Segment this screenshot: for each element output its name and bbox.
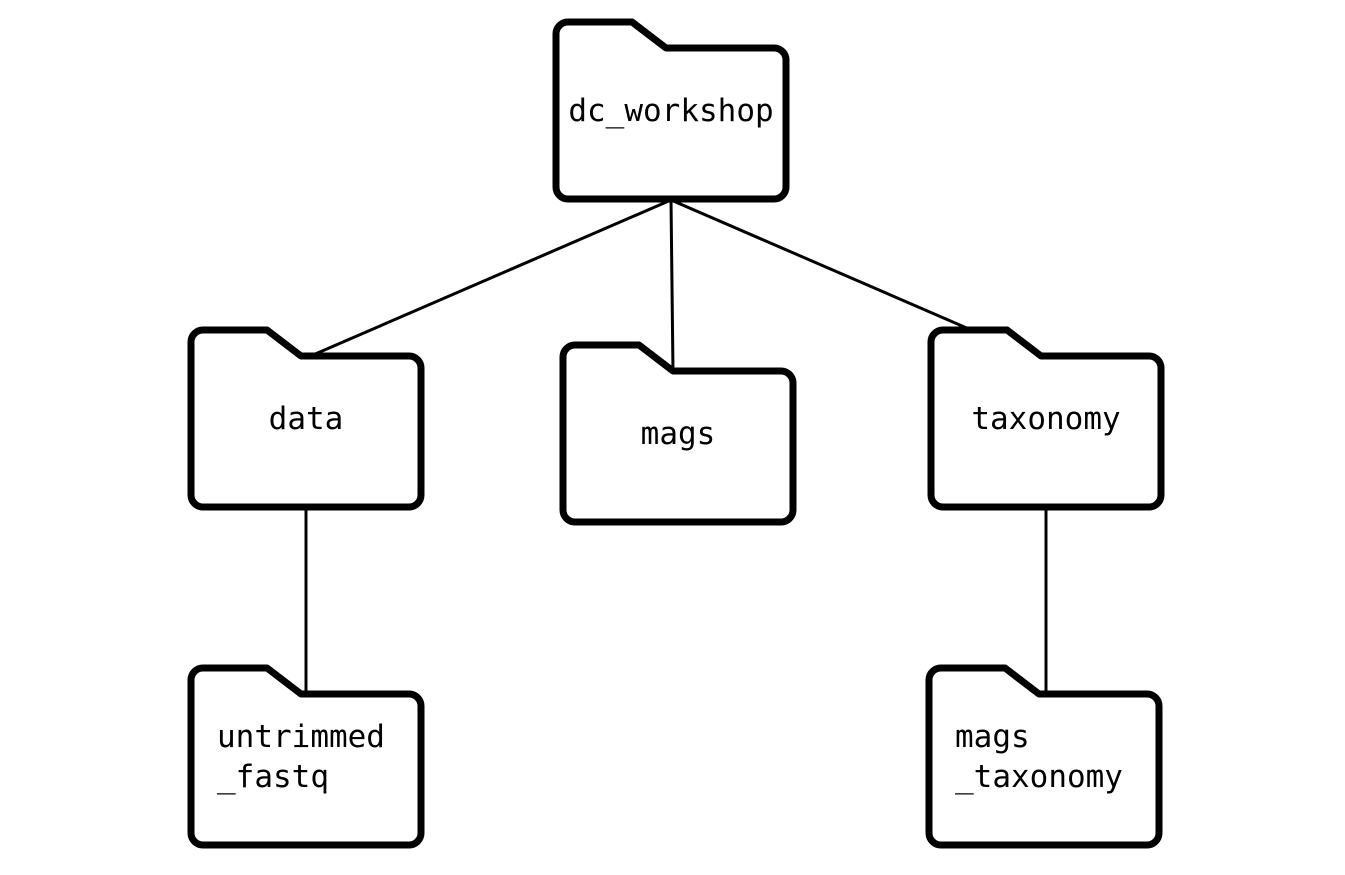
- folder-icon: [559, 341, 797, 526]
- folder-label: data: [187, 326, 425, 512]
- folder-node-mags-taxonomy: mags _taxonomy: [925, 664, 1163, 850]
- folder-name-text-line2: _taxonomy: [955, 759, 1123, 795]
- folder-node-dc-workshop: dc_workshop: [552, 18, 790, 204]
- folder-node-data: data: [187, 326, 425, 512]
- folder-name-text: data: [268, 401, 344, 437]
- folder-node-untrimmed-fastq: untrimmed _fastq: [187, 664, 425, 850]
- folder-label: mags _taxonomy: [925, 664, 1163, 850]
- folder-name-text-line1: mags: [955, 719, 1030, 755]
- folder-icon: [187, 664, 425, 849]
- folder-name-text-line2: _fastq: [217, 759, 329, 795]
- folder-icon: [552, 18, 790, 203]
- folder-name-text: taxonomy: [971, 401, 1121, 437]
- folder-label: untrimmed _fastq: [187, 664, 425, 850]
- folder-icon: [925, 664, 1163, 849]
- folder-name-text: dc_workshop: [568, 93, 774, 129]
- folder-label: taxonomy: [927, 326, 1165, 512]
- folder-node-mags: mags: [559, 341, 797, 527]
- folder-label: mags: [559, 341, 797, 527]
- folder-icon: [187, 326, 425, 511]
- folder-icon: [927, 326, 1165, 511]
- folder-name-text-line1: untrimmed: [217, 719, 385, 755]
- folder-label: dc_workshop: [552, 18, 790, 204]
- edge-dc-workshop-to-data: [305, 198, 672, 360]
- edge-dc-workshop-to-mags: [669, 199, 675, 373]
- folder-name-text: mags: [640, 416, 716, 452]
- folder-node-taxonomy: taxonomy: [927, 326, 1165, 512]
